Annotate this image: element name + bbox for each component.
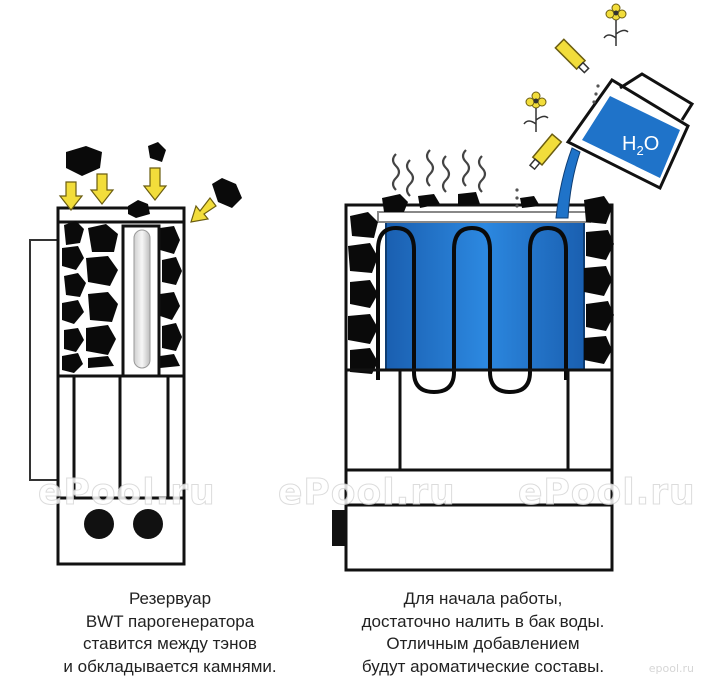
caption-right-line: достаточно налить в бак воды.: [361, 611, 605, 631]
formula-o: O: [644, 133, 660, 155]
control-knob-left: [84, 509, 114, 539]
caption-left-line: Резервуар: [128, 589, 212, 608]
right-heater-frame: [346, 368, 612, 470]
falling-stones: [66, 142, 242, 208]
caption-left-line: ставится между тэнов: [83, 634, 257, 653]
water-tank: [385, 221, 585, 371]
caption-right: Для начала работы, достаточно налить в б…: [318, 588, 648, 678]
water-formula: H2O: [622, 133, 659, 158]
formula-h: H: [622, 133, 636, 155]
steam-wisps: [391, 149, 487, 197]
site-logo: epool.ru: [648, 662, 694, 675]
caption-left-line: BWT парогенератора: [85, 611, 255, 631]
yellow-arrows: [58, 167, 217, 223]
watermark-center: ePool.ru: [278, 472, 456, 514]
left-heater-heating-rods: [58, 374, 184, 498]
left-heater-top-rim: [56, 206, 186, 224]
caption-right-line: Для начала работы,: [403, 589, 563, 608]
left-heater-control-box: [56, 496, 186, 566]
bwt-reservoir-flask: [121, 224, 161, 378]
water-jug: H2O: [565, 72, 695, 191]
right-heater-stones: [348, 192, 614, 374]
right-heater: H2O: [332, 3, 695, 572]
caption-left-line: и обкладывается камнями.: [63, 656, 277, 676]
left-heater-stones: [62, 200, 182, 373]
left-heater: [29, 142, 242, 566]
aroma-bottles: [528, 38, 590, 171]
caption-right-line: будут ароматические составы.: [361, 656, 605, 676]
right-heater-side-panel: [332, 510, 348, 546]
flower-icon: [523, 3, 629, 132]
caption-right-line: Отличным добавлением: [386, 634, 580, 653]
watermark-left: ePool.ru: [38, 472, 216, 514]
left-heater-back-panel: [29, 239, 61, 481]
control-knob-right: [133, 509, 163, 539]
aroma-drops: [515, 84, 600, 208]
watermark-right: ePool.ru: [518, 472, 696, 514]
water-stream: [555, 147, 581, 219]
formula-sub: 2: [636, 143, 643, 158]
caption-left: Резервуар BWT парогенератора ставится ме…: [20, 588, 320, 678]
serpentine-heating-element: [376, 225, 568, 395]
